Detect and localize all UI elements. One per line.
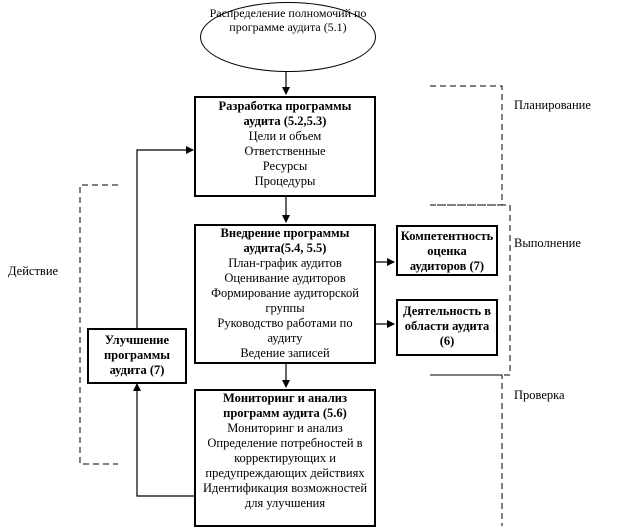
phase-label-check: Проверка [514,388,565,402]
check-item: для улучшения [244,496,326,510]
plan-title1: Разработка программы [218,99,352,113]
start-line1: Распределение [209,6,286,20]
improve-line1: Улучшение [104,333,170,347]
do-item: аудиту [267,331,303,345]
check-bracket [430,374,503,526]
plan-item: Ресурсы [262,159,308,173]
activity-line3: (6) [439,334,455,348]
check-box: Мониторинг и анализ программ аудита (5.6… [194,389,376,527]
start-line4: аудита (5.1) [287,20,347,34]
act-bracket [79,184,118,465]
phase-label-plan: Планирование [514,98,591,112]
do-item: Руководство работами по [217,316,353,330]
improve-box: Улучшение программы аудита (7) [87,328,187,384]
plan-title2: аудита (5.2,5.3) [243,114,327,128]
check-title2: программ аудита (5.6) [223,406,347,420]
arrow-improve-to-plan [136,146,194,328]
activity-line1: Деятельность в [402,304,491,318]
check-item: Определение потребностей в [207,436,363,450]
plan-item: Процедуры [254,174,316,188]
start-line3: программе [229,20,285,34]
plan-box: Разработка программы аудита (5.2,5.3) Це… [194,96,376,197]
competence-line2: оценка [427,244,467,258]
phase-brackets [79,85,511,526]
do-item: группы [265,301,305,315]
check-item: предупреждающих действиях [205,466,365,480]
improve-line3: аудита (7) [109,363,165,377]
plan-item: Цели и объем [248,129,322,143]
do-title2: аудита(5.4, 5.5) [243,241,327,255]
do-box: Внедрение программы аудита(5.4, 5.5) Пла… [194,224,376,364]
plan-item: Ответственные [244,144,326,158]
competence-line3: аудиторов (7) [409,259,485,273]
check-item: корректирующих и [234,451,336,465]
do-item: План-график аудитов [228,256,342,270]
improve-line2: программы [103,348,171,362]
competence-line1: Компетентность [400,229,494,243]
do-item: Формирование аудиторской [211,286,359,300]
plan-bracket [430,85,503,206]
activity-box: Деятельность в области аудита (6) [396,299,498,356]
check-item: Идентификация возможностей [202,481,368,495]
check-item: Мониторинг и анализ [227,421,343,435]
phase-label-do: Выполнение [514,236,581,250]
start-ellipse: Распределение полномочий по программе ау… [200,2,376,72]
do-title1: Внедрение программы [220,226,350,240]
do-item: Ведение записей [240,346,330,360]
activity-line2: области аудита [404,319,490,333]
phase-label-act: Действие [8,264,59,278]
start-line2: полномочий по [288,6,367,20]
arrow-check-to-improve [133,383,195,497]
check-title1: Мониторинг и анализ [222,391,348,405]
do-item: Оценивание аудиторов [224,271,346,285]
competence-box: Компетентность оценка аудиторов (7) [396,225,498,276]
